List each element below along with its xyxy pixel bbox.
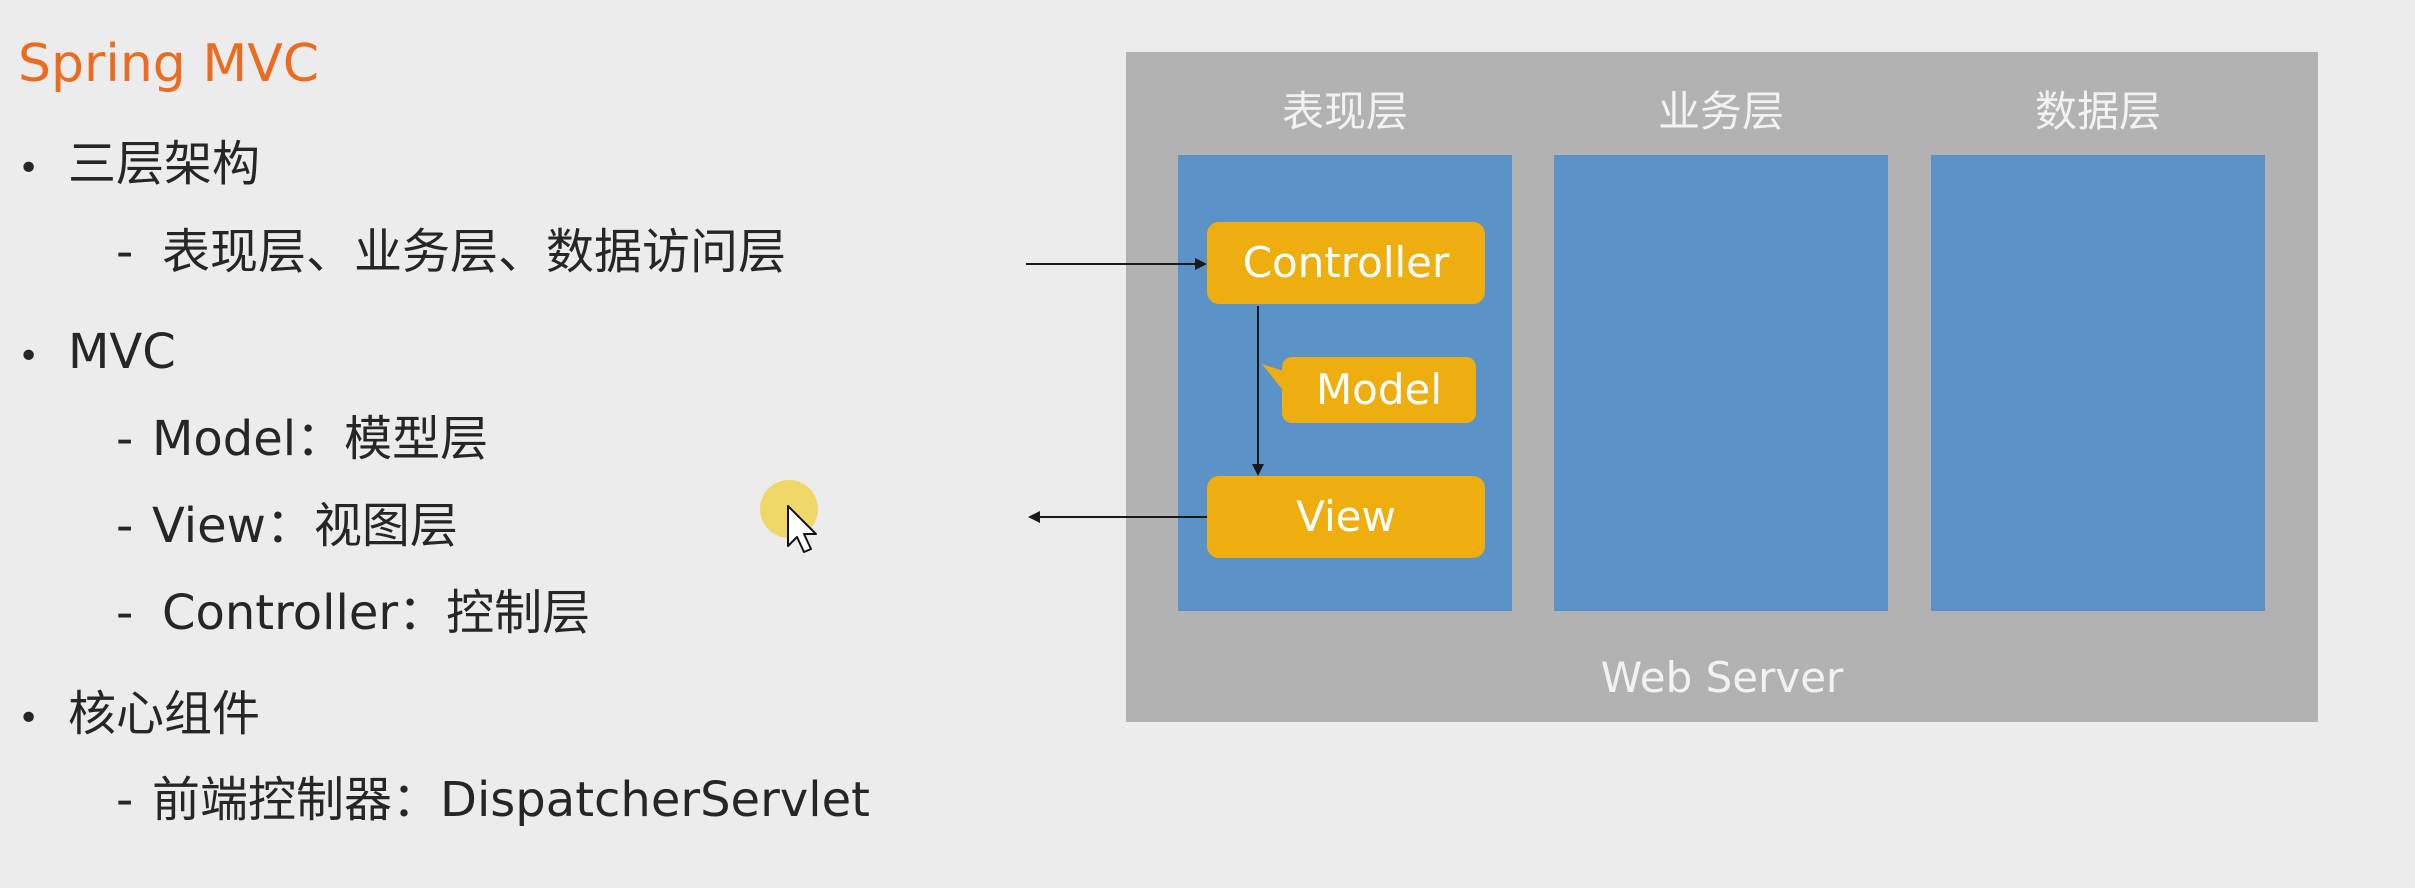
sub-item-label: 前端控制器：DispatcherServlet xyxy=(152,772,870,828)
bullet-dot-icon: • xyxy=(18,336,40,377)
bullet-dot-icon: • xyxy=(18,698,40,739)
sub-item-tiers: -表现层、业务层、数据访问层 xyxy=(116,224,786,280)
sub-item-label: 表现层、业务层、数据访问层 xyxy=(162,224,787,280)
bullet-label: MVC xyxy=(68,324,176,380)
dash-icon: - xyxy=(116,498,134,554)
sub-item-view: -View：视图层 xyxy=(116,498,458,554)
bullet-label: 三层架构 xyxy=(68,136,261,192)
dash-icon: - xyxy=(116,585,134,641)
dash-icon: - xyxy=(116,224,134,280)
sub-item-label: Model：模型层 xyxy=(152,411,489,467)
bullet-label: 核心组件 xyxy=(68,686,261,742)
model-component: Model xyxy=(1282,357,1476,423)
bullet-item-three-tier: • 三层架构 xyxy=(18,136,260,197)
column-header-presentation: 表现层 xyxy=(1281,87,1408,136)
sub-item-label: View：视图层 xyxy=(152,498,458,554)
business-layer-box xyxy=(1554,155,1888,611)
bullet-item-mvc: • MVC xyxy=(18,324,176,385)
web-server-label: Web Server xyxy=(1600,653,1844,702)
data-layer-box xyxy=(1931,155,2265,611)
view-component: View xyxy=(1207,476,1485,558)
bullet-item-core-components: • 核心组件 xyxy=(18,686,260,747)
column-header-data: 数据层 xyxy=(2034,87,2161,136)
sub-item-controller: -Controller：控制层 xyxy=(116,585,590,641)
sub-item-label: Controller：控制层 xyxy=(162,585,591,641)
model-callout-tail xyxy=(1262,364,1286,394)
sub-item-dispatcher: -前端控制器：DispatcherServlet xyxy=(116,772,870,828)
slide-title: Spring MVC xyxy=(18,34,320,94)
column-header-business: 业务层 xyxy=(1657,87,1784,136)
dash-icon: - xyxy=(116,411,134,467)
controller-component: Controller xyxy=(1207,222,1485,304)
dash-icon: - xyxy=(116,772,134,828)
sub-item-model: -Model：模型层 xyxy=(116,411,488,467)
bullet-dot-icon: • xyxy=(18,148,40,189)
